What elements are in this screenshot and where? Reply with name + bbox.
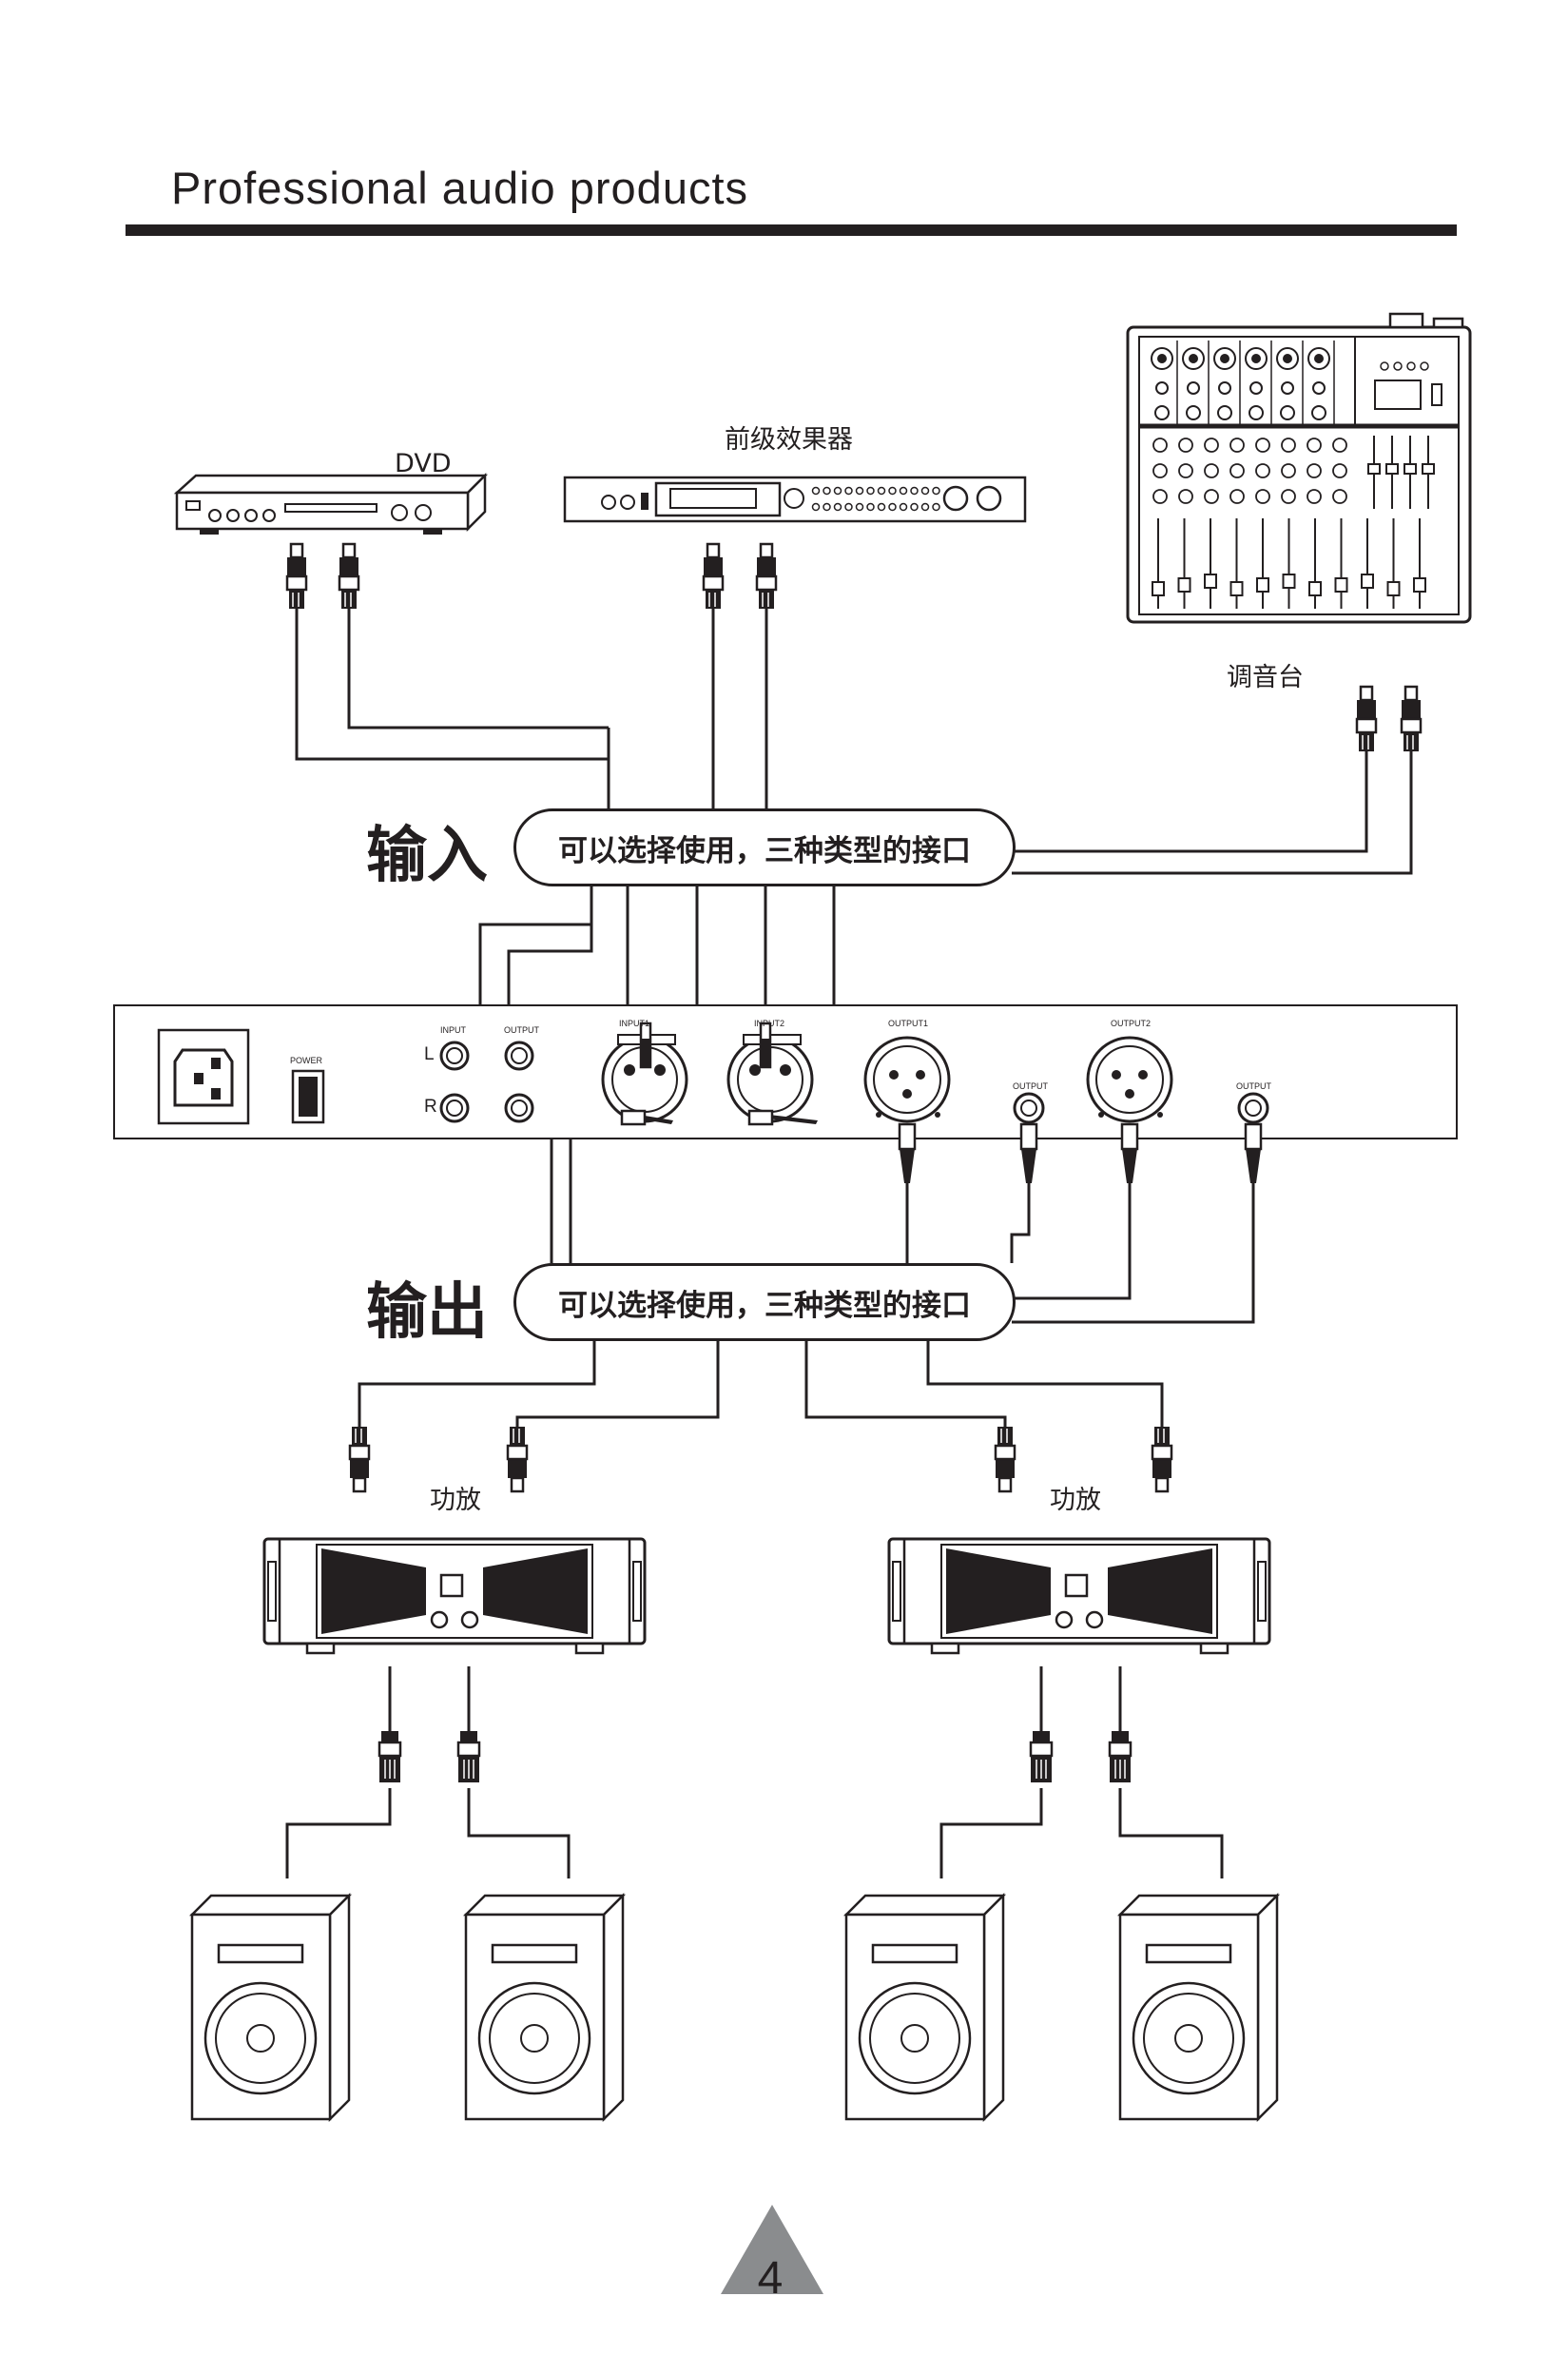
page-number: 4 <box>757 2253 784 2304</box>
input-section-label: 输入 <box>366 820 488 891</box>
header-divider <box>126 224 1457 236</box>
output-section-label: 输出 <box>366 1276 488 1348</box>
output-rca-label: OUTPUT <box>504 1025 539 1035</box>
right-channel-label: R <box>424 1097 437 1117</box>
speaker-4 <box>1118 1894 1279 2121</box>
amp-left-label: 功放 <box>430 1486 481 1515</box>
input1-label: INPUT1 <box>619 1019 650 1028</box>
preamp-label: 前级效果器 <box>725 425 853 455</box>
page-marker-triangle <box>721 2205 823 2294</box>
output1-label: OUTPUT1 <box>888 1019 929 1028</box>
amp-right-label: 功放 <box>1050 1486 1101 1515</box>
input-note-pill: 可以选择使用，三种类型的接口 <box>513 808 1016 886</box>
output-jack-a-label: OUTPUT <box>1013 1081 1048 1091</box>
power-label: POWER <box>290 1056 323 1065</box>
dvd-player <box>173 472 489 535</box>
speaker-connectors <box>377 1729 1132 1784</box>
mixer-label: 调音台 <box>1227 663 1304 692</box>
output-note-pill: 可以选择使用，三种类型的接口 <box>513 1263 1016 1341</box>
speaker-1 <box>190 1894 351 2121</box>
dvd-label: DVD <box>395 449 452 478</box>
amplifier-right <box>887 1537 1271 1655</box>
page-title: Professional audio products <box>171 163 749 213</box>
left-channel-label: L <box>424 1044 435 1064</box>
output-jack-b-label: OUTPUT <box>1236 1081 1271 1091</box>
input-rca-label: INPUT <box>440 1025 466 1035</box>
speaker-3 <box>844 1894 1005 2121</box>
speaker-2 <box>464 1894 625 2121</box>
input2-label: INPUT2 <box>754 1019 785 1028</box>
preamp-effector <box>563 476 1027 523</box>
mixing-console <box>1126 312 1472 624</box>
amplifier-left <box>262 1537 647 1655</box>
rear-panel <box>113 1004 1458 1139</box>
wiring-lines <box>285 597 1413 1878</box>
output2-label: OUTPUT2 <box>1111 1019 1152 1028</box>
